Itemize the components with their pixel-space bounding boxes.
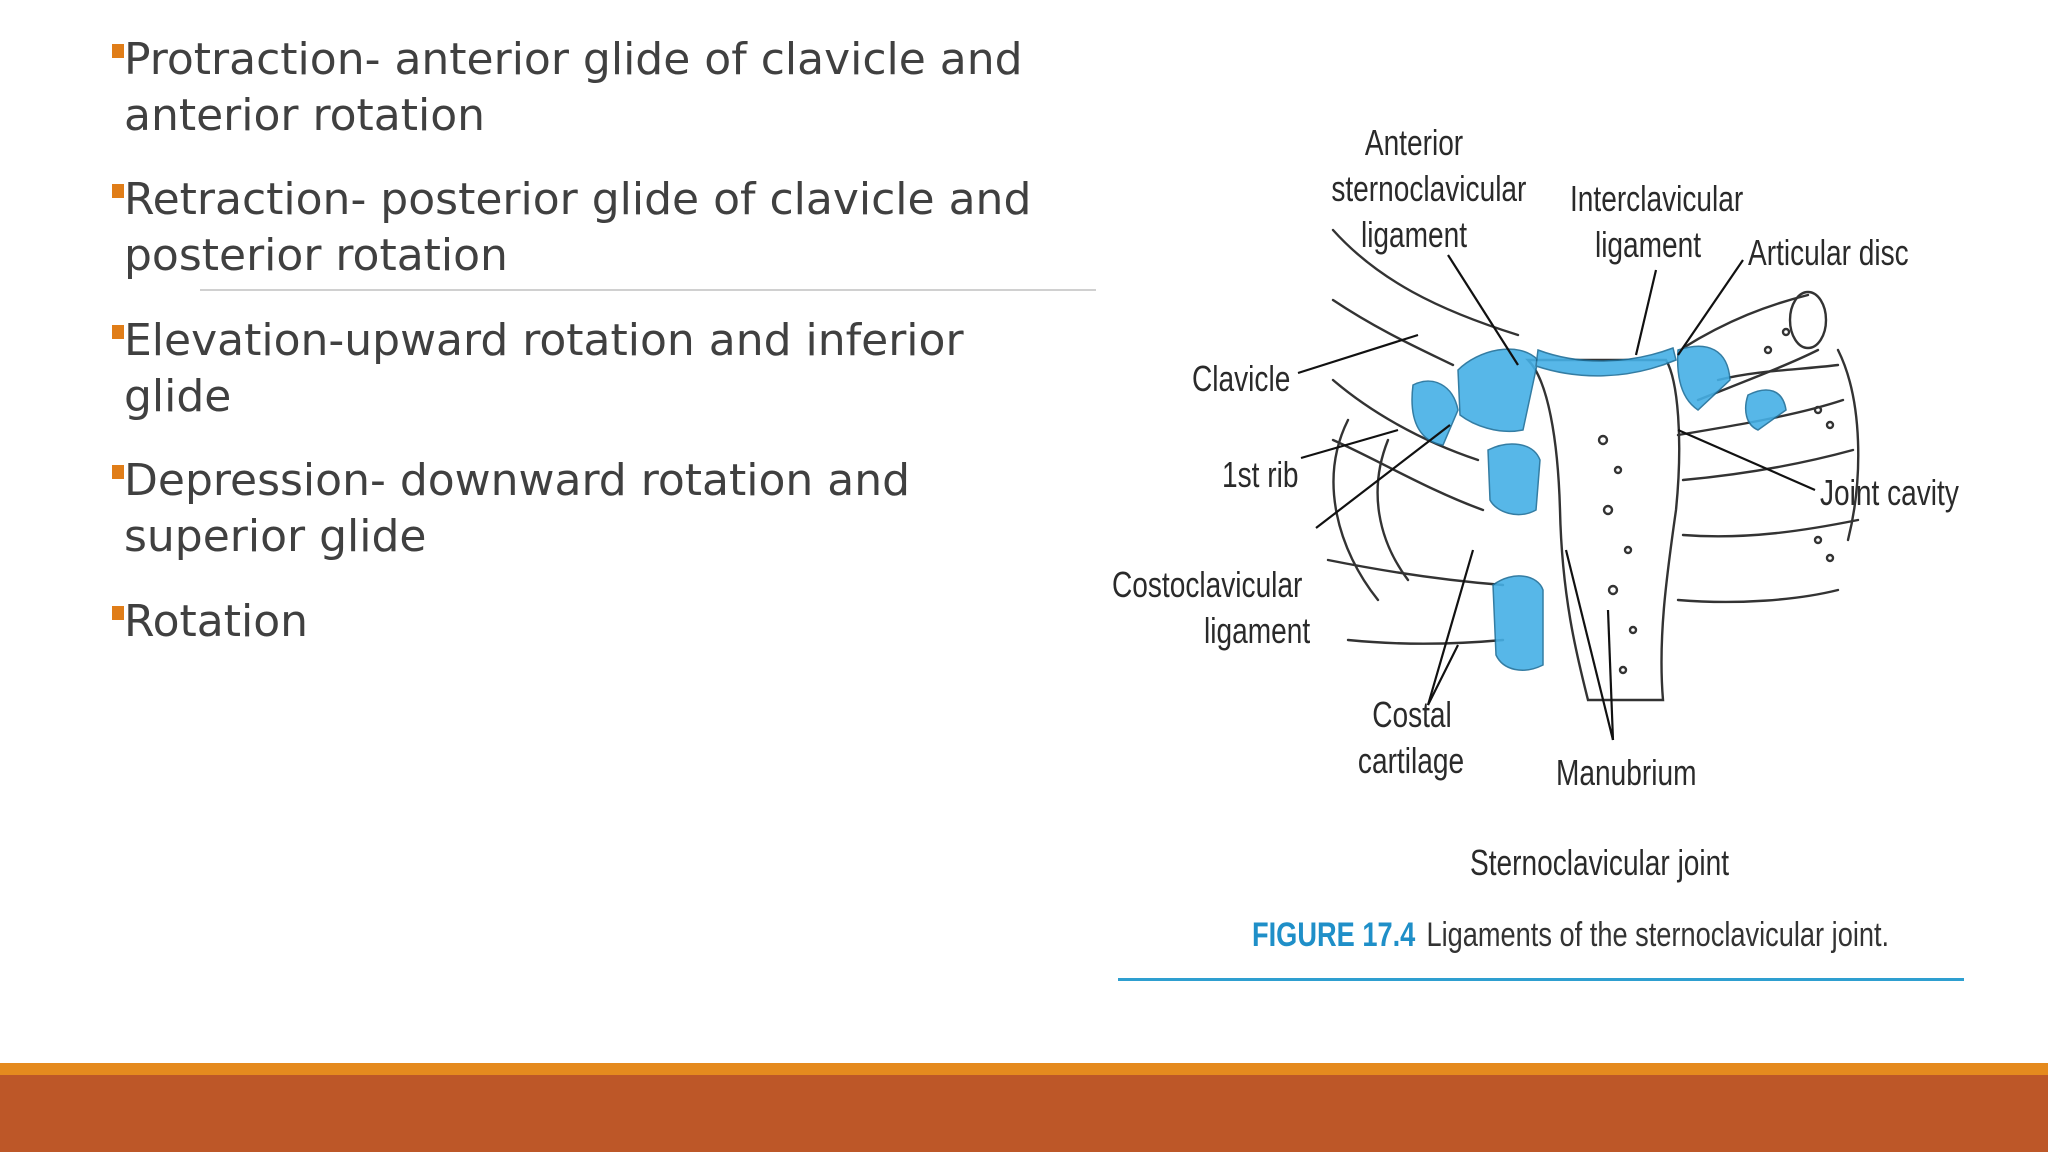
sternoclavicular-diagram: [1297, 228, 1860, 741]
figure-number: FIGURE 17.4: [1252, 916, 1416, 954]
bullet-square-icon: [112, 44, 124, 58]
label-costal-1: Costal: [1372, 694, 1452, 735]
leader-manubrium-1: [1564, 549, 1615, 741]
leader-clavicle: [1297, 333, 1419, 375]
anatomy-figure: Anterior sternoclavicular ligament Inter…: [1112, 80, 1978, 981]
manubrium-outline: [1525, 358, 1681, 702]
bullet-text: Elevation-upward rotation and inferior: [124, 315, 964, 366]
footer-accent-stripe: [0, 1063, 2048, 1075]
bullet-text-continued: posterior rotation: [124, 230, 508, 281]
leader-costal-1: [1426, 549, 1475, 706]
bullet-square-icon: [112, 606, 124, 620]
bullet-text: Retraction- posterior glide of clavicle …: [124, 174, 1032, 225]
label-anterior-3: ligament: [1360, 214, 1468, 255]
label-joint-cavity: Joint cavity: [1820, 472, 1959, 513]
bullet-text-continued: anterior rotation: [124, 90, 486, 141]
label-joint-title: Sternoclavicular joint: [1470, 842, 1730, 883]
leader-interclavicular: [1634, 269, 1658, 356]
anterior-ligament-shape: [1457, 348, 1539, 433]
caption-underline: [1118, 978, 1964, 981]
bullet-text-continued: glide: [124, 371, 232, 422]
footer-bar: [0, 1075, 2048, 1152]
leader-anterior: [1447, 254, 1519, 366]
label-first-rib: 1st rib: [1222, 454, 1299, 495]
bullet-elevation: Elevation-upward rotation and inferior g…: [100, 313, 1080, 425]
label-anterior-2: sternoclavicular: [1331, 168, 1527, 209]
leader-joint-cavity: [1677, 428, 1816, 492]
interclavicular-ligament-shape: [1535, 347, 1677, 377]
bullet-protraction: Protraction- anterior glide of clavicle …: [100, 32, 1080, 144]
label-costoclavicular-2: ligament: [1204, 610, 1311, 651]
bullet-text: Rotation: [124, 596, 309, 647]
divider-line: [200, 289, 1096, 291]
label-anterior-1: Anterior: [1364, 122, 1464, 163]
bullet-text: Depression- downward rotation and: [124, 455, 911, 506]
leader-costal-2: [1427, 644, 1459, 706]
bullet-rotation: Rotation: [100, 594, 1080, 650]
figure-caption: FIGURE 17.4 Ligaments of the sternoclavic…: [1252, 916, 1889, 955]
bullet-square-icon: [112, 465, 124, 479]
bullet-text-continued: superior glide: [124, 511, 427, 562]
bullet-square-icon: [112, 184, 124, 198]
label-interclavicular-1: Interclavicular: [1570, 178, 1744, 219]
leader-manubrium-2: [1606, 609, 1615, 741]
label-articular-disc: Articular disc: [1748, 232, 1909, 273]
figure-caption-text: Ligaments of the sternoclavicular joint.: [1426, 916, 1890, 954]
leader-costoclavicular: [1315, 424, 1451, 529]
label-costal-2: cartilage: [1357, 740, 1465, 781]
bullet-depression: Depression- downward rotation and superi…: [100, 453, 1080, 565]
label-costoclavicular-1: Costoclavicular: [1112, 564, 1303, 605]
label-clavicle: Clavicle: [1192, 358, 1291, 399]
label-interclavicular-2: ligament: [1594, 224, 1702, 265]
bullet-retraction: Retraction- posterior glide of clavicle …: [100, 172, 1080, 284]
label-manubrium: Manubrium: [1556, 752, 1697, 793]
clavicle-outline: [1331, 228, 1520, 337]
bullet-text: Protraction- anterior glide of clavicle …: [124, 34, 1023, 85]
bullet-square-icon: [112, 325, 124, 339]
leader-articular-disc: [1677, 259, 1744, 356]
leader-first-rib: [1300, 428, 1399, 460]
